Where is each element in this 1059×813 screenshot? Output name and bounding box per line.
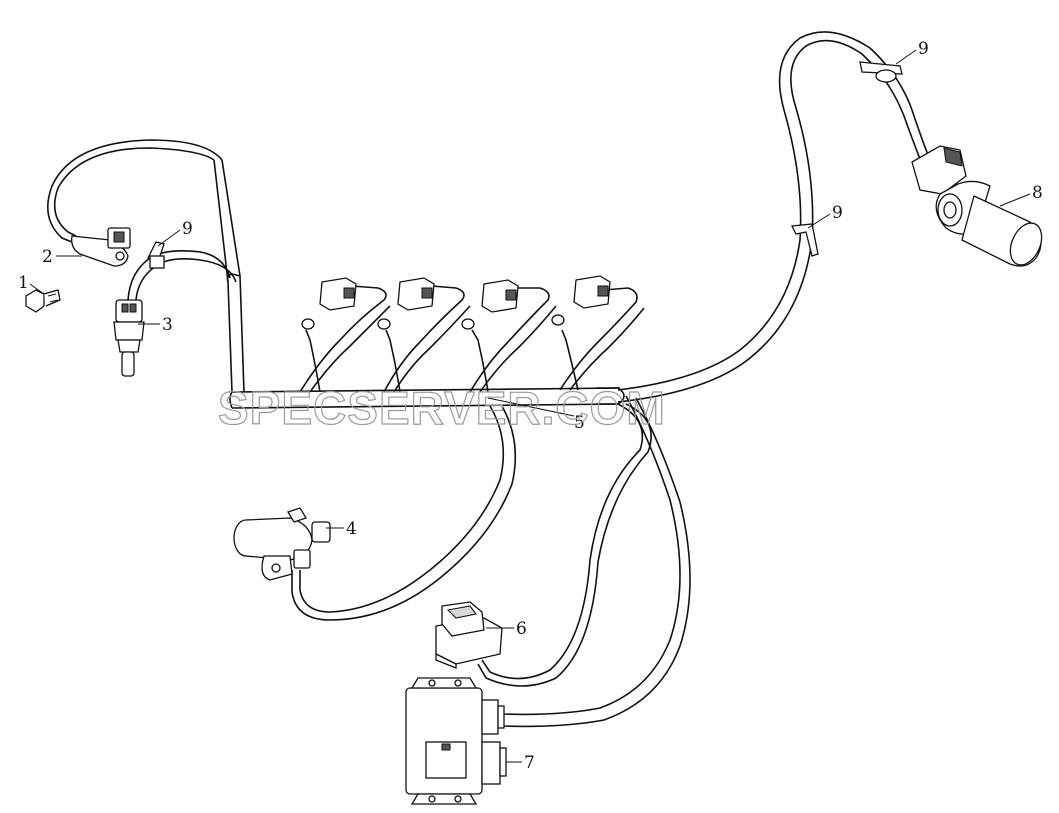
main-harness xyxy=(213,159,625,409)
callout-9-top: 9 xyxy=(918,39,929,59)
callout-8: 8 xyxy=(1032,183,1043,203)
clip-part-9-left xyxy=(147,241,165,269)
callout-9-left: 9 xyxy=(182,219,193,239)
wire-to-part-2 xyxy=(46,139,223,243)
callout-6: 6 xyxy=(516,619,527,639)
bolt-part-1 xyxy=(25,289,61,313)
callout-4: 4 xyxy=(346,519,357,539)
callout-numbers: 1 2 3 4 5 6 7 8 9 9 9 xyxy=(18,39,1043,773)
injector-connector-4 xyxy=(551,275,611,326)
wires-to-ecu xyxy=(477,395,691,728)
injector-connector-1 xyxy=(301,277,357,330)
callout-5: 5 xyxy=(574,413,585,433)
callout-1: 1 xyxy=(18,273,29,293)
speed-sensor-part-8 xyxy=(911,145,1043,267)
injector-connector-2 xyxy=(377,277,435,330)
wire-to-part-8 xyxy=(617,31,931,403)
watermark: SPECSERVER.COM xyxy=(218,382,666,434)
injector-connector-3 xyxy=(461,279,519,330)
injector-connectors xyxy=(301,275,611,330)
injector-branches xyxy=(299,285,645,393)
callout-3: 3 xyxy=(162,315,173,335)
wire-to-part-4 xyxy=(291,405,517,621)
temp-sensor-part-3 xyxy=(113,299,145,377)
callout-2: 2 xyxy=(42,247,53,267)
wire-to-part-3 xyxy=(127,250,237,301)
clip-part-9-top xyxy=(859,61,903,83)
module-part-6 xyxy=(435,601,503,669)
sensor-part-2 xyxy=(71,227,131,267)
sensor-part-4 xyxy=(233,507,331,581)
callout-7: 7 xyxy=(524,753,535,773)
ecu-part-7 xyxy=(405,677,507,805)
callout-9-mid: 9 xyxy=(832,203,843,223)
callout-leaders xyxy=(29,49,1031,763)
clip-part-9-mid xyxy=(790,223,819,257)
